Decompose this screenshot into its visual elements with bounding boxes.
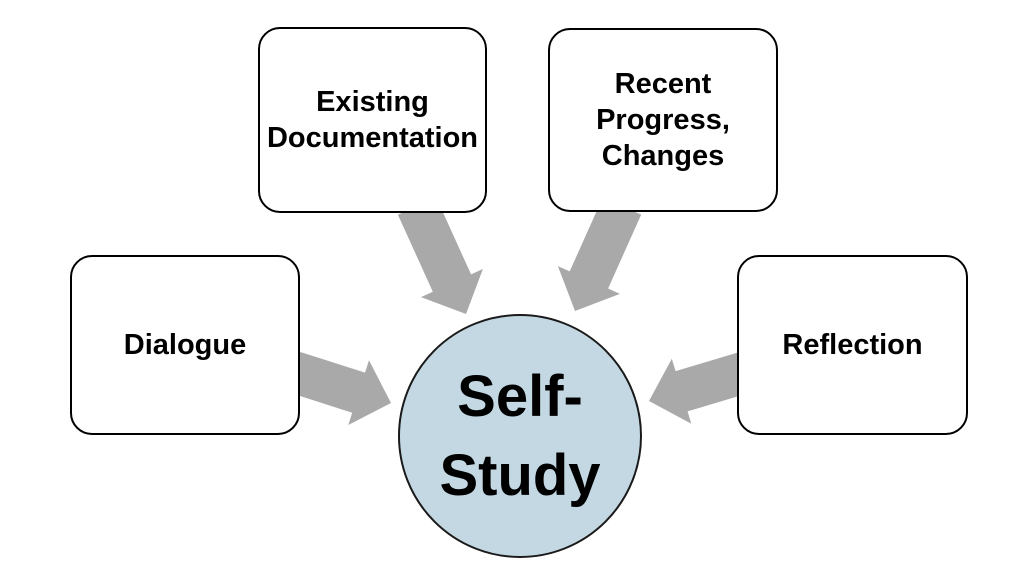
arrow-reflection-to-self-study [649, 351, 752, 424]
node-existing-documentation: Existing Documentation [258, 27, 487, 213]
node-reflection-label: Reflection [782, 327, 922, 363]
arrow-dialogue-to-self-study [287, 352, 391, 425]
label-line: Documentation [266, 122, 479, 154]
node-dialogue-label: Dialogue [124, 327, 246, 363]
label-line: Existing [316, 86, 429, 118]
label-line: Reflection [782, 329, 923, 361]
label-line: Study [439, 443, 601, 508]
node-dialogue: Dialogue [70, 255, 300, 435]
node-self-study: Self- Study [398, 314, 642, 558]
node-recent-progress-changes-label: Recent Progress, Changes [596, 66, 730, 174]
label-line: Dialogue [123, 329, 247, 361]
node-reflection: Reflection [737, 255, 968, 435]
label-line: Changes [601, 140, 725, 172]
node-self-study-label: Self- Study [439, 357, 600, 515]
arrow-existing-documentation-to-self-study [397, 197, 483, 314]
label-line: Recent [614, 68, 712, 100]
arrow-recent-progress-changes-to-self-study [557, 197, 642, 311]
node-recent-progress-changes: Recent Progress, Changes [548, 28, 778, 212]
label-line: Progress, [596, 104, 730, 136]
node-existing-documentation-label: Existing Documentation [267, 84, 478, 156]
label-line: Self- [457, 364, 583, 429]
